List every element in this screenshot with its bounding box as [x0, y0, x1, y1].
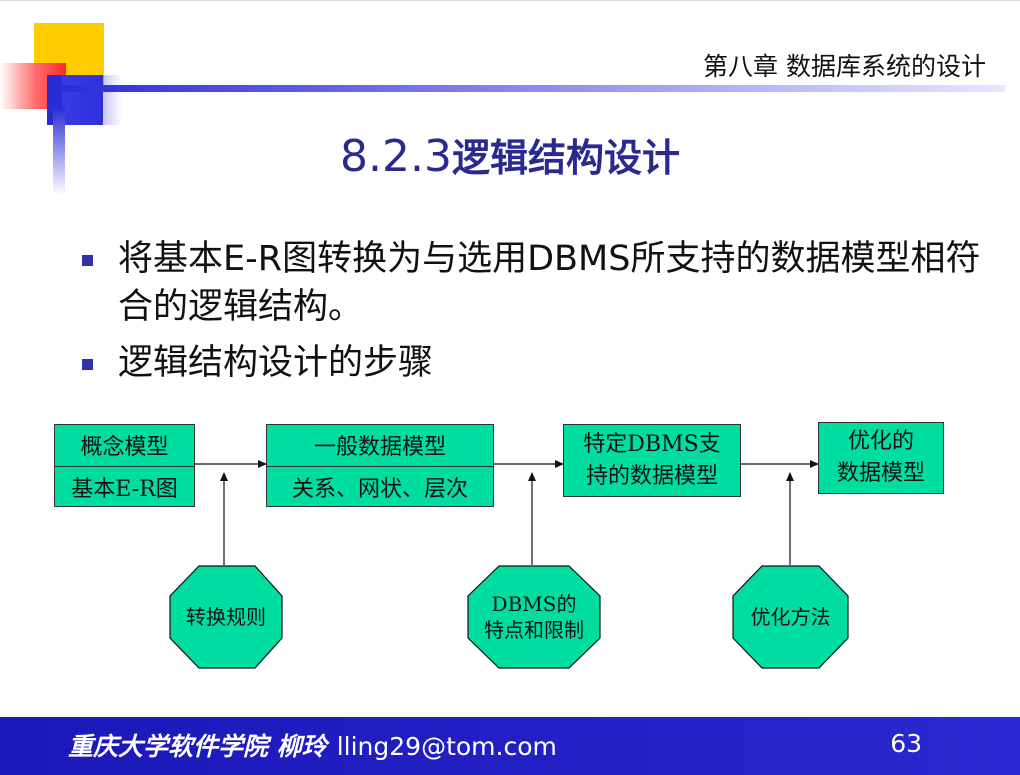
octagon-label: 优化方法: [750, 605, 831, 629]
box-line: 数据模型: [836, 461, 925, 486]
octagon-label: 特点和限制: [484, 618, 584, 642]
box-line: 优化的: [847, 429, 914, 454]
octagon-label: 转换规则: [186, 605, 266, 629]
footer-credit: 重庆大学软件学院 柳玲 lling29@tom.com: [68, 727, 557, 763]
footer-school: 重庆大学软件学院 柳玲: [68, 732, 327, 761]
bullet-square-icon: [82, 359, 93, 370]
octagon-label: DBMS的: [491, 592, 577, 616]
header-rule: [55, 85, 1005, 92]
box-concept-model: 概念模型 基本E-R图: [54, 424, 195, 507]
octagon-dbms-limits: DBMS的 特点和限制: [468, 566, 600, 668]
box-general-model: 一般数据模型 关系、网状、层次: [266, 424, 494, 507]
box-line: 持的数据模型: [585, 463, 718, 489]
bullet-text: 将基本E-R图转换为与选用DBMS所支持的数据模型相符合的逻辑结构。: [118, 239, 981, 327]
page-number: 63: [890, 729, 922, 758]
box-sublabel: 基本E-R图: [55, 465, 194, 508]
bullet-square-icon: [82, 255, 93, 266]
bullet-item: 将基本E-R图转换为与选用DBMS所支持的数据模型相符合的逻辑结构。: [82, 235, 982, 331]
decor-vertical-line: [53, 107, 65, 195]
footer-email: lling29@tom.com: [336, 732, 557, 761]
box-line: 特定DBMS支: [583, 431, 721, 457]
box-dbms-model: 特定DBMS支 持的数据模型: [563, 424, 741, 497]
octagon-shape: [169, 565, 283, 669]
bullet-text: 逻辑结构设计的步骤: [118, 343, 434, 383]
title-number: 8.2.3: [340, 131, 452, 182]
chapter-title: 第八章 数据库系统的设计: [703, 52, 986, 81]
box-label: 一般数据模型: [313, 435, 446, 461]
bullet-list: 将基本E-R图转换为与选用DBMS所支持的数据模型相符合的逻辑结构。 逻辑结构设…: [82, 235, 982, 387]
box-sublabel: 关系、网状、层次: [267, 465, 493, 508]
footer-bar: 重庆大学软件学院 柳玲 lling29@tom.com 63: [0, 717, 1020, 775]
octagon-shape: [732, 565, 849, 669]
decor-blue-gradient: [62, 75, 122, 125]
octagon-conversion-rules: 转换规则: [170, 566, 282, 668]
octagon-optimization-method: 优化方法: [733, 566, 848, 668]
octagon-shape: [467, 565, 601, 669]
box-optimized-model: 优化的 数据模型: [818, 422, 944, 494]
bullet-item: 逻辑结构设计的步骤: [82, 339, 982, 387]
box-label: 概念模型: [80, 435, 169, 461]
title-text: 逻辑结构设计: [451, 136, 680, 180]
slide-title: 8.2.3逻辑结构设计: [0, 127, 1020, 182]
